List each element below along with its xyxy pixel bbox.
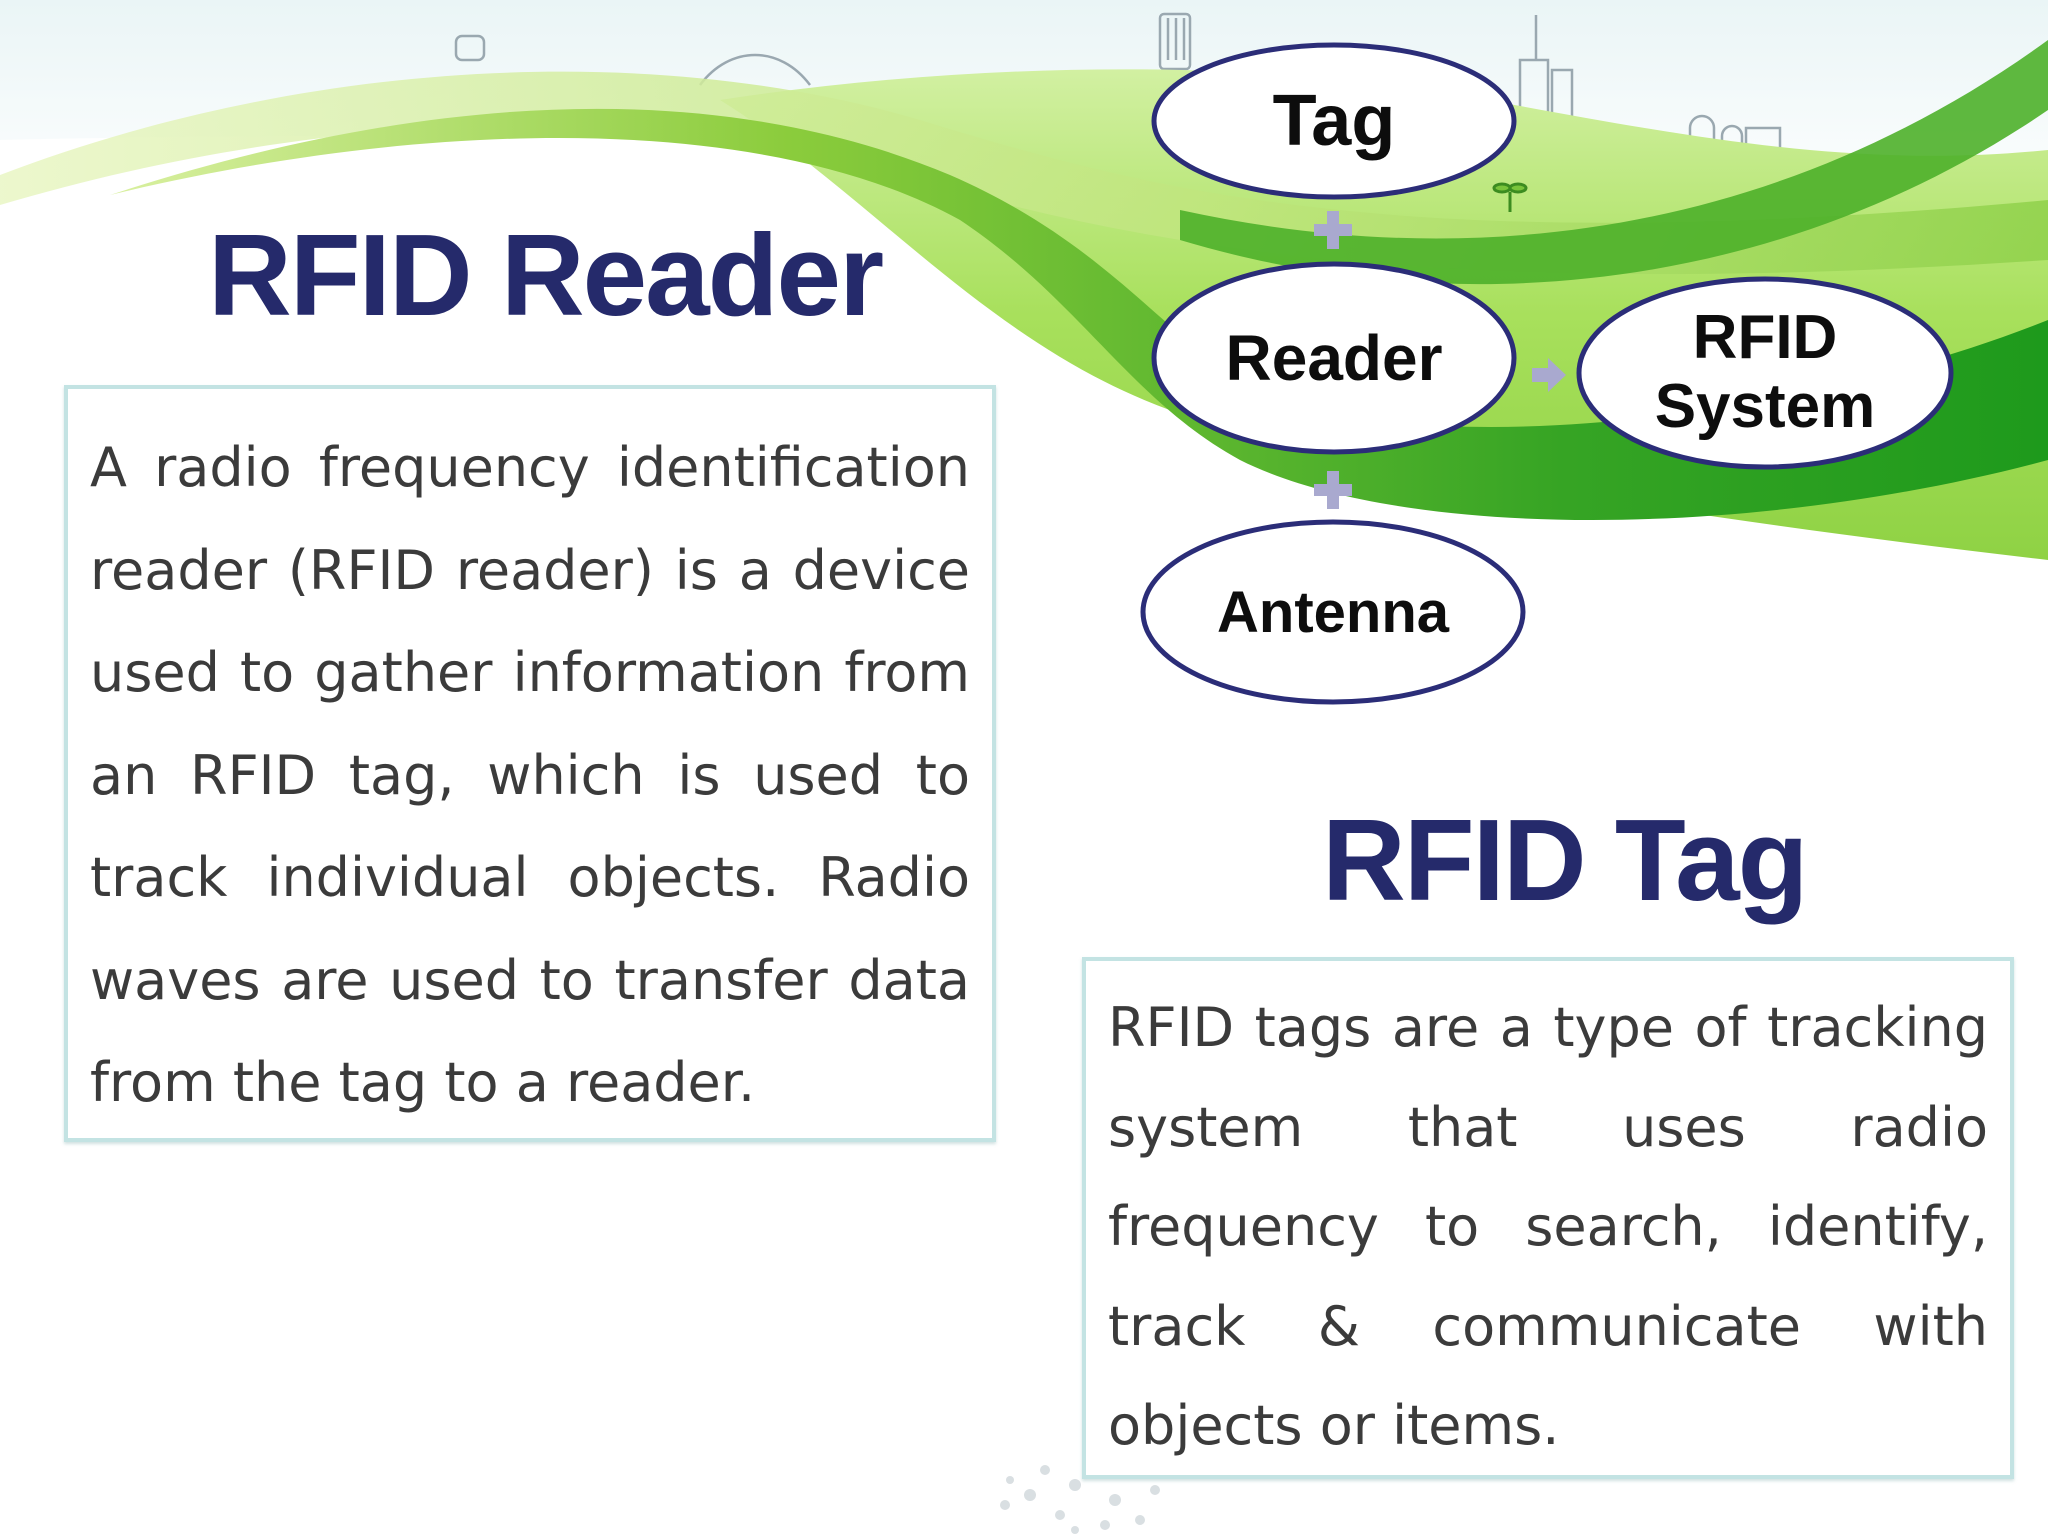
- diagram-node-antenna: Antenna: [1140, 519, 1526, 705]
- node-label-system: System: [1655, 372, 1876, 441]
- plus-connector-top: [1314, 211, 1352, 249]
- rfid-tag-heading: RFID Tag: [1322, 795, 1808, 925]
- diagram-node-tag: Tag: [1151, 42, 1517, 200]
- rfid-reader-heading: RFID Reader: [208, 210, 884, 340]
- diagram-node-rfid-system: RFID System: [1576, 276, 1954, 470]
- rfid-reader-description: A radio frequency identification reader …: [90, 436, 970, 1114]
- rfid-tag-description: RFID tags are a type of tracking system …: [1108, 996, 1988, 1457]
- arrow-right-icon: [1532, 358, 1566, 392]
- rfid-reader-description-box: A radio frequency identification reader …: [64, 385, 996, 1142]
- node-label-reader: Reader: [1226, 322, 1443, 394]
- diagram-node-reader: Reader: [1151, 261, 1517, 455]
- rfid-tag-description-box: RFID tags are a type of tracking system …: [1082, 957, 2014, 1479]
- node-label-antenna: Antenna: [1217, 580, 1450, 645]
- plus-connector-bottom: [1314, 471, 1352, 509]
- node-label-rfid: RFID: [1693, 303, 1838, 372]
- node-label-tag: Tag: [1273, 81, 1396, 161]
